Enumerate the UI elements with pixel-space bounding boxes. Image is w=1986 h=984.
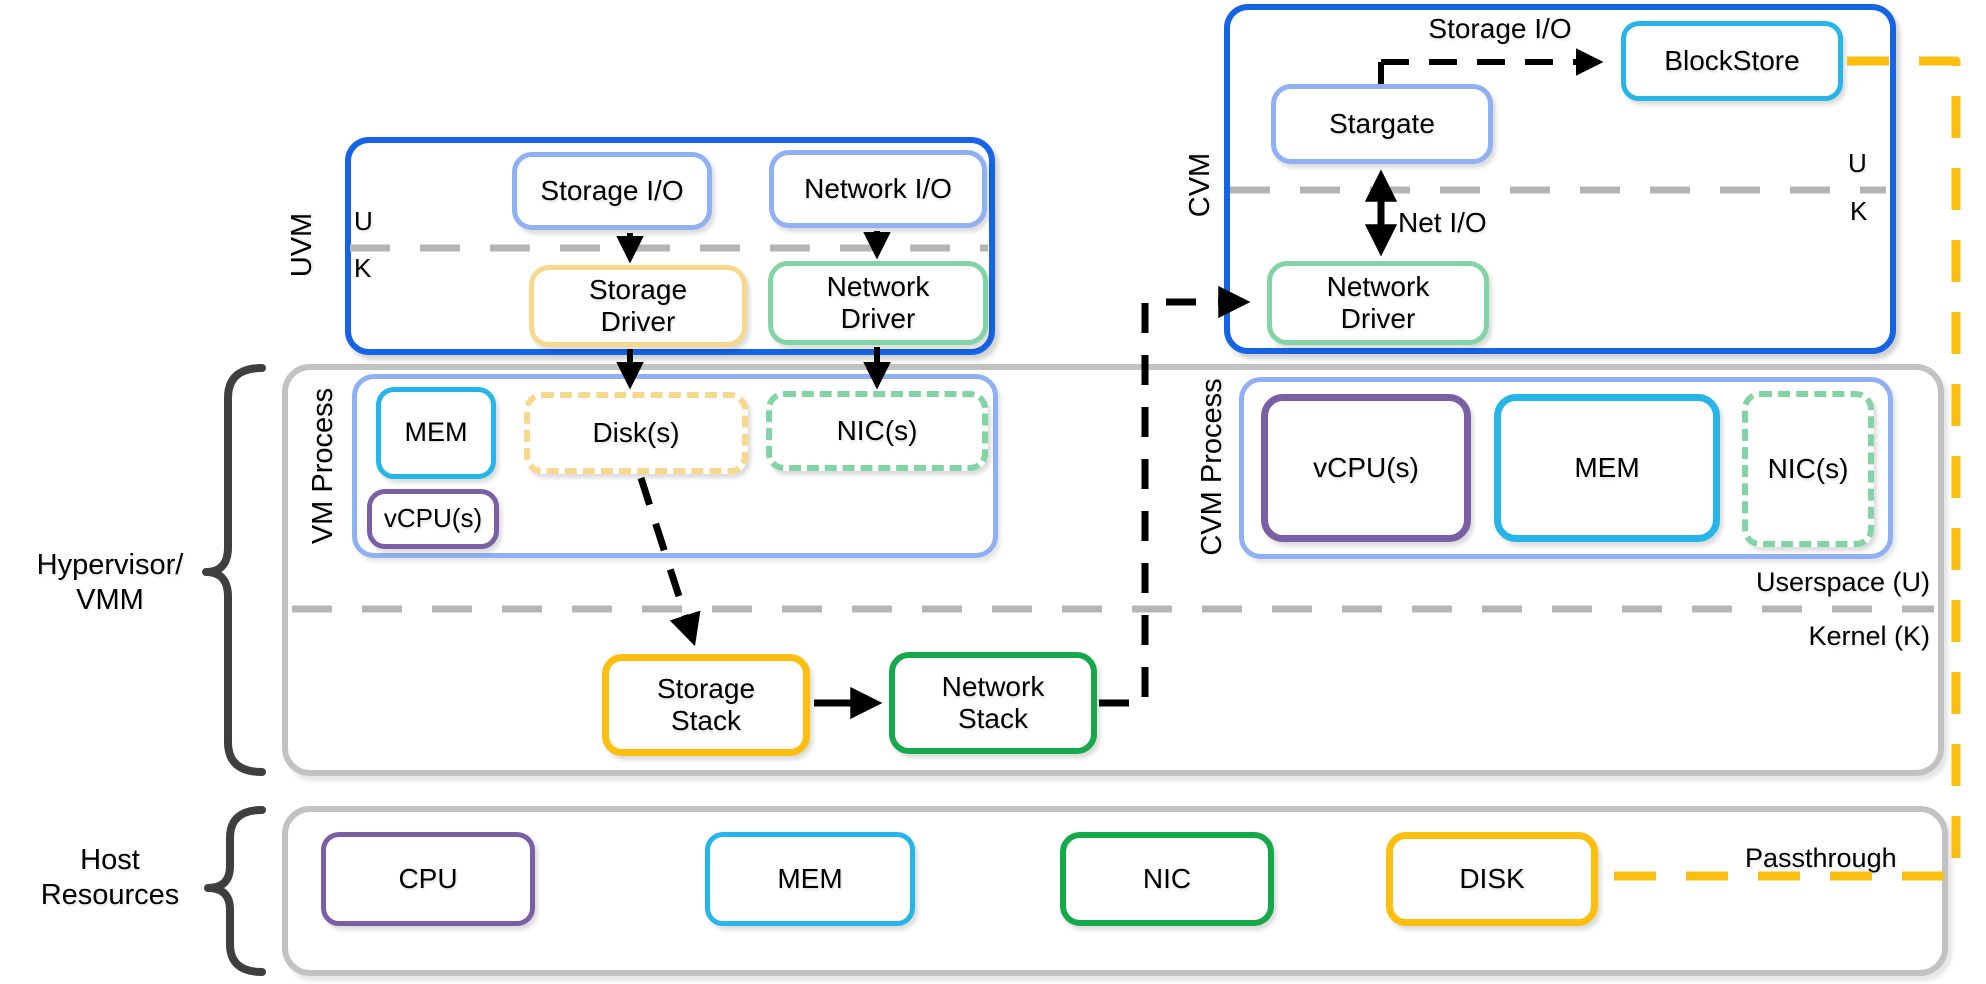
cvm-userspace-marker: U	[1848, 148, 1867, 178]
cvm-net-io-arrow-label: Net I/O	[1398, 207, 1487, 238]
kernel-label: Kernel (K)	[1808, 621, 1930, 651]
hypervisor-brace-label-line1: Hypervisor/	[36, 549, 184, 581]
cvm-label: CVM	[1183, 152, 1216, 218]
uvm-box	[345, 137, 995, 355]
host-resources-box	[282, 806, 1948, 976]
network-stack-box: Network Stack	[889, 652, 1097, 754]
host-brace	[204, 806, 266, 976]
host-brace-label-line2: Resources	[40, 878, 180, 911]
host-nic-box: NIC	[1060, 832, 1274, 926]
host-mem-box: MEM	[705, 832, 915, 926]
cvm-storage-io-arrow-label: Storage I/O	[1428, 13, 1572, 44]
vm-process-label: VM Process	[306, 387, 339, 545]
vm-process-mem-box: MEM	[376, 387, 496, 479]
vm-process-nics-box: NIC(s)	[766, 391, 988, 471]
hypervisor-brace-label: Hypervisor/VMM	[10, 548, 210, 618]
host-brace-label-line1: Host	[80, 844, 140, 876]
cvm-blockstore-box: BlockStore	[1621, 21, 1843, 101]
cvm-kernel-marker: K	[1850, 196, 1868, 226]
uvm-network-io-box: Network I/O	[769, 150, 987, 228]
storage-stack-box: Storage Stack	[602, 654, 810, 756]
cvm-stargate-box: Stargate	[1271, 84, 1493, 164]
uvm-userspace-marker: U	[354, 206, 373, 236]
hypervisor-brace-label-line2: VMM	[76, 583, 144, 616]
cvm-process-mem-box: MEM	[1494, 394, 1720, 542]
uvm-label: UVM	[285, 212, 318, 278]
passthrough-label: Passthrough	[1745, 843, 1897, 873]
vm-process-vcpu-box: vCPU(s)	[367, 489, 499, 549]
userspace-label: Userspace (U)	[1755, 567, 1930, 597]
uvm-kernel-marker: K	[354, 253, 372, 283]
uvm-network-driver-box: Network Driver	[768, 261, 988, 345]
uvm-storage-driver-box: Storage Driver	[529, 265, 747, 347]
host-cpu-box: CPU	[321, 832, 535, 926]
vm-process-disks-box: Disk(s)	[524, 392, 748, 474]
hypervisor-brace	[202, 364, 266, 776]
cvm-process-label: CVM Process	[1195, 378, 1228, 556]
uvm-storage-io-box: Storage I/O	[512, 152, 712, 230]
cvm-process-vcpu-box: vCPU(s)	[1261, 394, 1471, 542]
host-disk-box: DISK	[1386, 832, 1598, 926]
cvm-process-nics-box: NIC(s)	[1742, 391, 1874, 547]
cvm-network-driver-box: Network Driver	[1267, 261, 1489, 345]
